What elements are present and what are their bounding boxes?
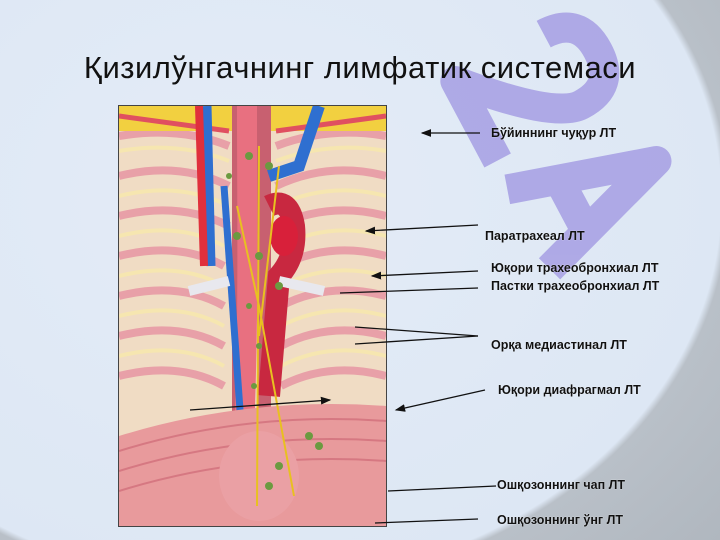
slide-title: Қизилўнгачнинг лимфатик системаси <box>83 50 637 85</box>
label-deep-cervical-ln: Бўйиннинг чуқур ЛТ <box>491 126 617 140</box>
label-paratracheal-ln: Паратрахеал ЛТ <box>485 229 585 243</box>
label-right-gastric-ln: Ошқозоннинг ўнг ЛТ <box>497 513 624 527</box>
label-lower-tracheobronchial-ln: Пастки трахеобронхиал ЛТ <box>491 279 660 293</box>
label-posterior-mediastinal-ln: Орқа медиастинал ЛТ <box>491 338 627 352</box>
label-upper-tracheobronchial-ln: Юқори трахеобронхиал ЛТ <box>491 261 659 275</box>
label-left-gastric-ln: Ошқозоннинг чап ЛТ <box>497 478 626 492</box>
anatomy-illustration <box>118 105 387 527</box>
ribs <box>119 128 386 390</box>
label-superior-diaphragmatic-ln: Юқори диафрагмал ЛТ <box>498 383 641 397</box>
